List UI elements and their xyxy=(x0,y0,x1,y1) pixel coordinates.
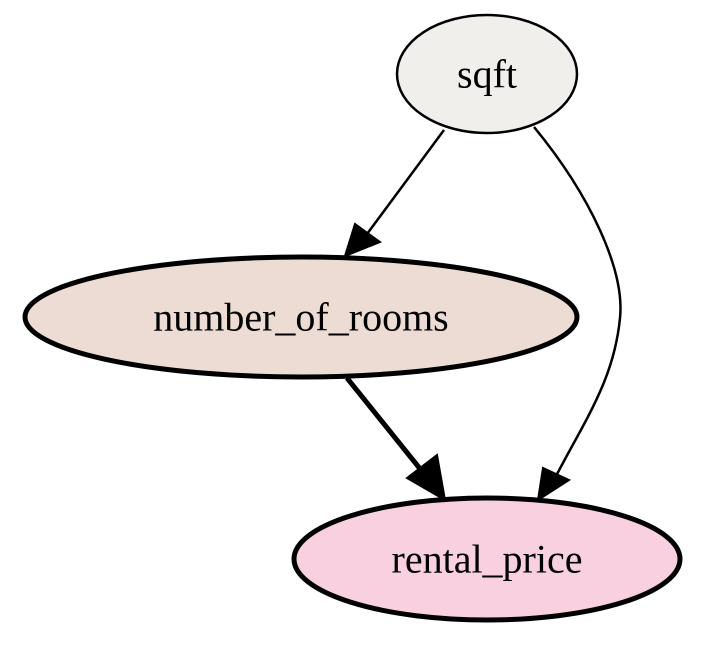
node-number-of-rooms-label: number_of_rooms xyxy=(153,295,449,340)
node-rental-price-label: rental_price xyxy=(392,537,583,582)
edge-arrowhead xyxy=(343,222,383,258)
edge-number-of-rooms-to-rental-price xyxy=(345,376,447,502)
edge-sqft-to-rental-price xyxy=(533,126,622,503)
edge-line xyxy=(365,129,446,235)
edge-line xyxy=(345,376,423,472)
node-sqft-label: sqft xyxy=(457,52,517,97)
node-sqft-shape xyxy=(395,13,579,135)
edges xyxy=(343,126,622,503)
node-number-of-rooms[interactable]: number_of_rooms xyxy=(22,254,580,380)
nodes: sqft number_of_rooms rental_price xyxy=(22,13,683,623)
node-number-of-rooms-shape xyxy=(22,254,580,380)
edge-sqft-to-number-of-rooms xyxy=(343,129,446,258)
node-rental-price[interactable]: rental_price xyxy=(291,495,683,623)
edge-line xyxy=(533,126,622,479)
edge-arrowhead xyxy=(405,453,447,502)
node-rental-price-shape xyxy=(291,495,683,623)
edge-arrowhead xyxy=(536,466,572,503)
node-sqft[interactable]: sqft xyxy=(395,13,579,135)
